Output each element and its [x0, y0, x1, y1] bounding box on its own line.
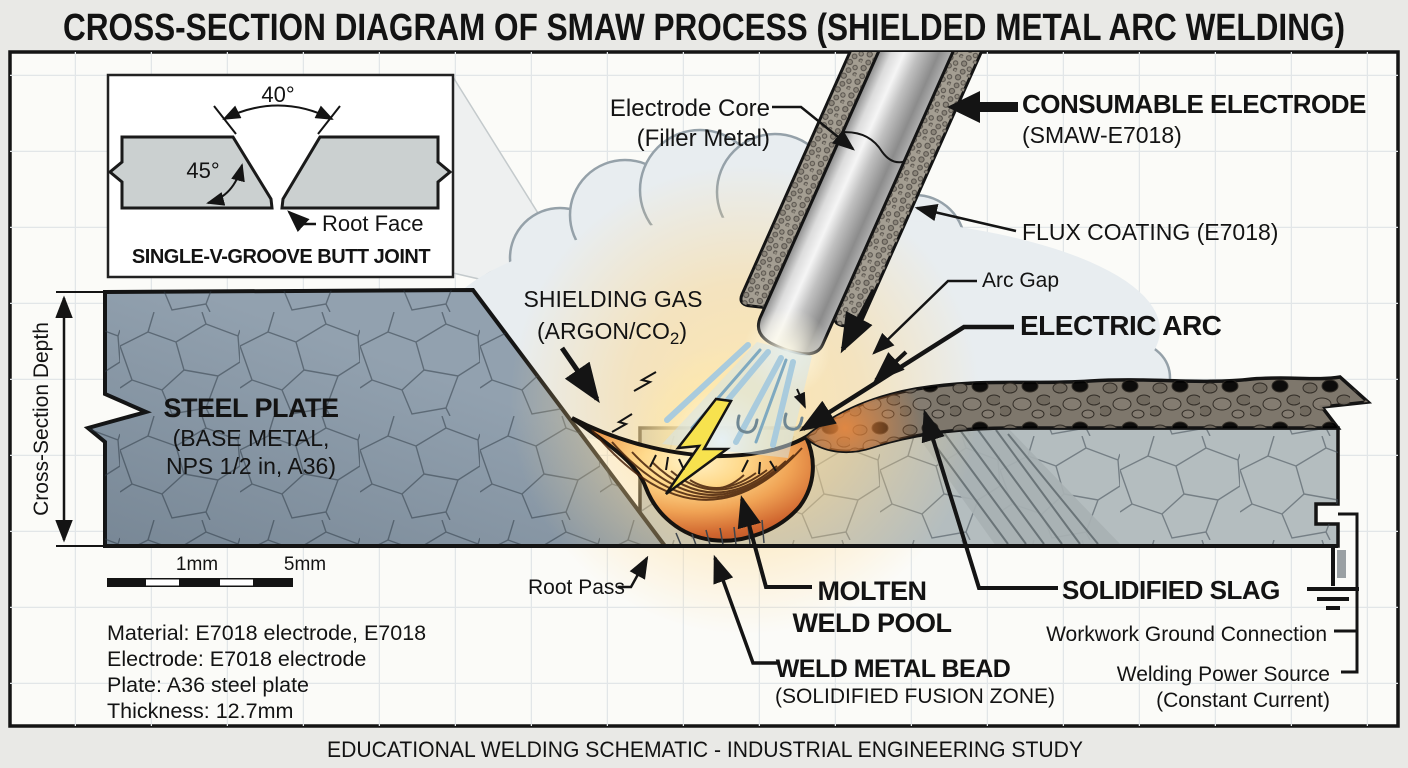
arrow-consumable-electrode: [947, 91, 1018, 123]
arrow-feed-a: [840, 288, 877, 354]
consumable-electrode-label: CONSUMABLE ELECTRODE: [1022, 89, 1366, 119]
leader-molten-pool: [737, 495, 812, 589]
inset-caption: SINGLE-V-GROOVE BUTT JOINT: [132, 246, 430, 268]
consumable-electrode-sub: (SMAW-E7018): [1022, 122, 1182, 148]
material-line: Material: E7018 electrode, E7018: [107, 621, 426, 645]
weld-metal-bead-sub: (SOLIDIFIED FUSION ZONE): [775, 685, 1055, 708]
electrode-core-label: Electrode Core: [610, 95, 770, 122]
leader-root-pass: [618, 555, 649, 589]
cross-section-dimension: Cross-Section Depth: [30, 291, 130, 547]
footer-caption: EDUCATIONAL WELDING SCHEMATIC - INDUSTRI…: [327, 737, 1083, 762]
page-title: CROSS-SECTION DIAGRAM OF SMAW PROCESS (S…: [63, 7, 1345, 49]
steel-plate-label: STEEL PLATE: [163, 393, 338, 423]
leader-weld-bead: [713, 554, 777, 665]
arrow-gas-flow-left: [559, 346, 600, 404]
leader-electrode-core: [772, 105, 855, 151]
diagram-labels: Electrode Core (Filler Metal) CONSUMABLE…: [163, 89, 1366, 712]
materials-block: Material: E7018 electrode, E7018 Electro…: [107, 621, 426, 723]
angle-40-label: 40°: [261, 82, 294, 107]
electrode-core-label2: (Filler Metal): [637, 125, 770, 152]
solidified-slag-label: SOLIDIFIED SLAG: [1062, 575, 1280, 605]
molten-weld-pool-label: MOLTEN: [818, 576, 927, 606]
root-pass-label: Root Pass: [528, 576, 625, 599]
leader-arc-gap: [872, 279, 977, 355]
angle-45-label: 45°: [186, 158, 219, 183]
material-line: Plate: A36 steel plate: [107, 673, 309, 697]
inset-root-face-arrow: [287, 210, 316, 232]
scale-tick-1mm: 1mm: [176, 554, 218, 575]
lightning-bolt-icon: [664, 397, 733, 496]
inset-butt-joint: 40° 45° Root Face SINGLE-V-GROOVE BUTT J…: [106, 73, 455, 279]
material-line: Thickness: 12.7mm: [107, 699, 293, 723]
pool-contour-lines: [591, 429, 803, 501]
scale-tick-5mm: 5mm: [284, 554, 326, 575]
steel-plate-sub2: NPS 1/2 in, A36): [166, 453, 336, 479]
shielding-gas-label: SHIELDING GAS: [524, 286, 703, 312]
inset-right-piece: [280, 135, 453, 210]
power-source-label: Welding Power Source: [1117, 663, 1330, 686]
arrows: [559, 91, 1058, 665]
material-line: Electrode: E7018 electrode: [107, 647, 366, 671]
power-source-label2: (Constant Current): [1156, 689, 1330, 712]
root-face-label: Root Face: [322, 211, 424, 236]
arrow-feed-b: [873, 350, 908, 383]
electric-arc: [611, 342, 812, 496]
inset-angle-ticks: [213, 105, 341, 135]
cross-section-depth-label: Cross-Section Depth: [30, 322, 53, 516]
leader-flux-coating: [914, 204, 1017, 233]
arc-gap-label: Arc Gap: [982, 269, 1059, 292]
inset-40-arc: [222, 104, 334, 120]
ground-connection: [1307, 512, 1359, 674]
shielding-gas-label2: (ARGON/CO2): [537, 318, 687, 348]
scale-bar: 1mm 5mm: [107, 554, 326, 587]
core-segment-line: [842, 131, 905, 164]
weld-metal-bead-label: WELD METAL BEAD: [776, 655, 1011, 683]
ground-connection-label: Workwork Ground Connection: [1046, 623, 1327, 646]
flux-coating-label: FLUX COATING (E7018): [1022, 219, 1278, 245]
molten-weld-pool-label2: WELD POOL: [793, 608, 952, 638]
steel-plate-sub1: (BASE METAL,: [173, 425, 330, 451]
diagram-canvas: Cross-Section Depth 1mm 5mm Material: E7…: [10, 52, 1398, 726]
leader-electric-arc: [799, 324, 1014, 432]
inset-45-arc: [206, 163, 245, 206]
ground-symbol-icon: [1307, 548, 1359, 610]
ground-wire: [1334, 512, 1359, 674]
leader-solidified-slag: [921, 409, 1058, 590]
electric-arc-label: ELECTRIC ARC: [1020, 310, 1222, 341]
root-pass-hatch: [675, 519, 765, 546]
